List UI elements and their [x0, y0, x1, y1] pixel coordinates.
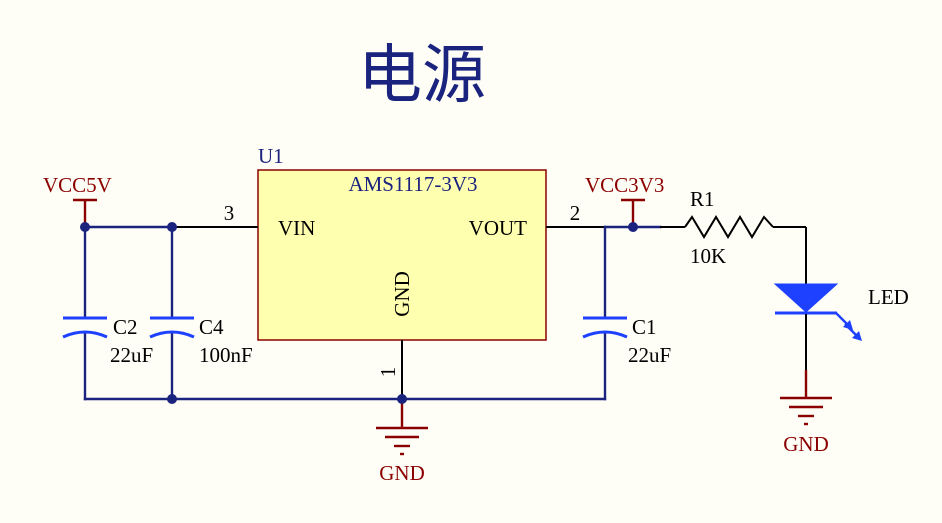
schematic-title: 电源	[358, 39, 486, 113]
c2-value: 22uF	[110, 343, 153, 367]
pin-label-vout: VOUT	[469, 216, 527, 240]
c1-designator: C1	[632, 315, 657, 339]
ground-symbol-led	[780, 370, 832, 426]
pin-label-gnd: GND	[390, 271, 414, 317]
pin-number-vout: 2	[570, 201, 581, 225]
capacitor-c4[interactable]	[149, 316, 195, 339]
c4-designator: C4	[199, 315, 224, 339]
resistor-r1[interactable]	[684, 215, 774, 239]
led-emission-arrows	[835, 312, 862, 341]
vcc3v3-label: VCC3V3	[585, 173, 664, 197]
junction-c4-top	[167, 222, 177, 232]
led-label: LED	[868, 285, 909, 309]
ground-symbol-regulator	[376, 399, 428, 456]
capacitor-c2[interactable]	[62, 316, 108, 339]
ground-label-regulator: GND	[379, 461, 425, 485]
r1-value: 10K	[690, 244, 726, 268]
pin-label-vin: VIN	[278, 216, 315, 240]
vcc5v-label: VCC5V	[43, 173, 112, 197]
junction-vcc5v	[80, 222, 90, 232]
pin-number-gnd: 1	[376, 367, 400, 378]
ground-label-led: GND	[783, 432, 829, 456]
led-symbol[interactable]	[773, 283, 839, 315]
pin-number-vin: 3	[224, 201, 235, 225]
regulator-body[interactable]	[257, 169, 547, 341]
r1-designator: R1	[690, 187, 715, 211]
c4-value: 100nF	[199, 343, 253, 367]
junction-vcc3v3	[628, 222, 638, 232]
c1-value: 22uF	[628, 343, 671, 367]
regulator-designator: U1	[258, 144, 284, 168]
regulator-part-number: AMS1117-3V3	[348, 172, 477, 196]
c2-designator: C2	[113, 315, 138, 339]
capacitor-c1[interactable]	[582, 316, 628, 339]
junction-c4-bottom	[167, 394, 177, 404]
junction-ground	[397, 394, 407, 404]
